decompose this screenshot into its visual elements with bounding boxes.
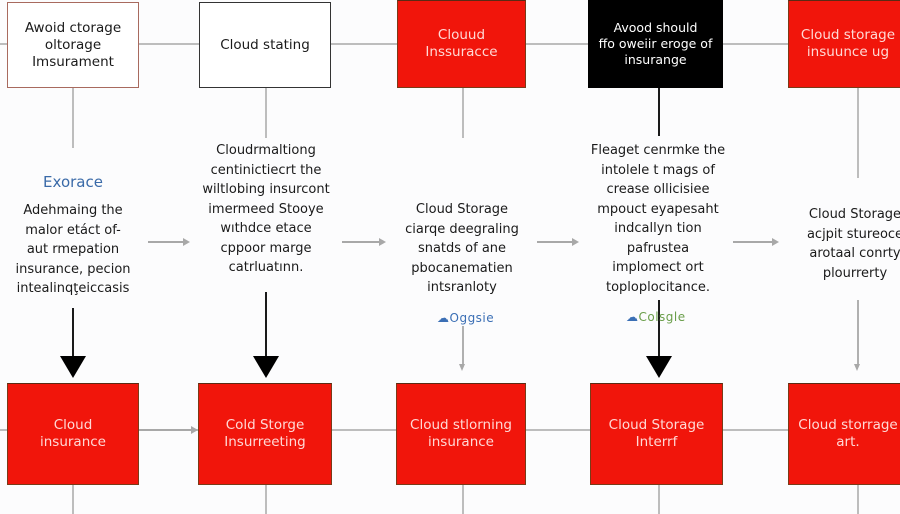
top-node-3[interactable]: Clouud Inssuracce bbox=[397, 0, 526, 88]
bottom-node-3[interactable]: Cloud stlorning insurance bbox=[396, 383, 526, 485]
right-arrow-3 bbox=[537, 238, 579, 245]
bottom-drop-line-5 bbox=[857, 484, 859, 514]
bottom-drop-line-1 bbox=[72, 484, 74, 514]
bottom-node-5-label: Cloud storrage art. bbox=[798, 417, 898, 450]
top-node-4[interactable]: Avood should ffo oweiir eroge of insuran… bbox=[588, 0, 723, 88]
top-drop-line-5 bbox=[857, 88, 859, 178]
bottom-drop-line-3 bbox=[462, 484, 464, 514]
top-node-1[interactable]: Awoid ctorage oltorage Imsurament bbox=[7, 2, 139, 88]
column-5-description: Cloud Storage acjpit stureoce arotaal co… bbox=[806, 207, 900, 281]
column-3-description: Cloud Storage ciarqe deegraling snatds o… bbox=[405, 202, 519, 295]
down-arrow-head-2 bbox=[253, 356, 279, 378]
top-node-3-label: Clouud Inssuracce bbox=[425, 27, 498, 60]
top-drop-line-4 bbox=[658, 88, 660, 136]
down-arrow-head-4 bbox=[646, 356, 672, 378]
bottom-drop-line-2 bbox=[265, 484, 267, 514]
small-down-arrow-shaft-3 bbox=[462, 326, 464, 366]
bottom-node-4[interactable]: Cloud Storage Interrf bbox=[590, 383, 723, 485]
bottom-node-1[interactable]: Cloud insurance bbox=[7, 383, 139, 485]
down-arrow-shaft-1 bbox=[72, 308, 74, 358]
column-3-logo: ☁Oggsie bbox=[437, 311, 494, 325]
small-down-arrow-shaft-5 bbox=[857, 300, 859, 366]
column-4-logo: ☁Colsgle bbox=[626, 310, 686, 324]
column-1-heading: Exorace bbox=[43, 173, 103, 191]
bottom-node-2[interactable]: Cold Storge Insurreeting bbox=[198, 383, 332, 485]
down-arrow-head-1 bbox=[60, 356, 86, 378]
logo-text: Oggsie bbox=[449, 311, 495, 325]
logo-text: Colsgle bbox=[638, 310, 686, 324]
top-node-5[interactable]: Cloud storage insuunce ug bbox=[788, 0, 900, 88]
bottom-node-5[interactable]: Cloud storrage art. bbox=[788, 383, 900, 485]
top-node-2[interactable]: Cloud stating bbox=[199, 2, 331, 88]
right-arrow-4 bbox=[733, 238, 779, 245]
bottom-node-3-label: Cloud stlorning insurance bbox=[410, 417, 512, 450]
top-node-1-label: Awoid ctorage oltorage Imsurament bbox=[24, 19, 122, 70]
column-1-description: Adehmaing the malor etáct of- aut rmepat… bbox=[15, 203, 131, 296]
bottom-drop-line-4 bbox=[658, 484, 660, 514]
bottom-node-2-label: Cold Storge Insurreeting bbox=[224, 417, 306, 450]
bottom-node-1-label: Cloud insurance bbox=[39, 417, 106, 450]
down-arrow-shaft-4 bbox=[658, 300, 660, 358]
column-4-description: Fleaget cenrmke the intolele t mags of c… bbox=[590, 143, 726, 295]
right-arrow-1 bbox=[148, 238, 190, 245]
small-down-arrow-head-3 bbox=[459, 364, 465, 371]
right-arrow-2 bbox=[342, 238, 386, 245]
cloud-logo-icon: ☁ bbox=[626, 310, 639, 324]
down-arrow-shaft-2 bbox=[265, 292, 267, 358]
cloud-logo-icon: ☁ bbox=[437, 311, 450, 325]
top-drop-line-3 bbox=[462, 88, 464, 138]
column-2-description: Cloudrmaltiong centinictiecrt the wiltlo… bbox=[202, 143, 330, 275]
top-node-4-label: Avood should ffo oweiir eroge of insuran… bbox=[598, 20, 713, 67]
small-down-arrow-head-5 bbox=[854, 364, 860, 371]
top-drop-line-2 bbox=[265, 88, 267, 138]
top-node-2-label: Cloud stating bbox=[220, 36, 310, 53]
top-drop-line-1 bbox=[72, 88, 74, 148]
top-node-5-label: Cloud storage insuunce ug bbox=[800, 27, 896, 60]
bottom-node-4-label: Cloud Storage Interrf bbox=[608, 417, 705, 450]
bottom-right-arrow-1 bbox=[138, 426, 198, 433]
